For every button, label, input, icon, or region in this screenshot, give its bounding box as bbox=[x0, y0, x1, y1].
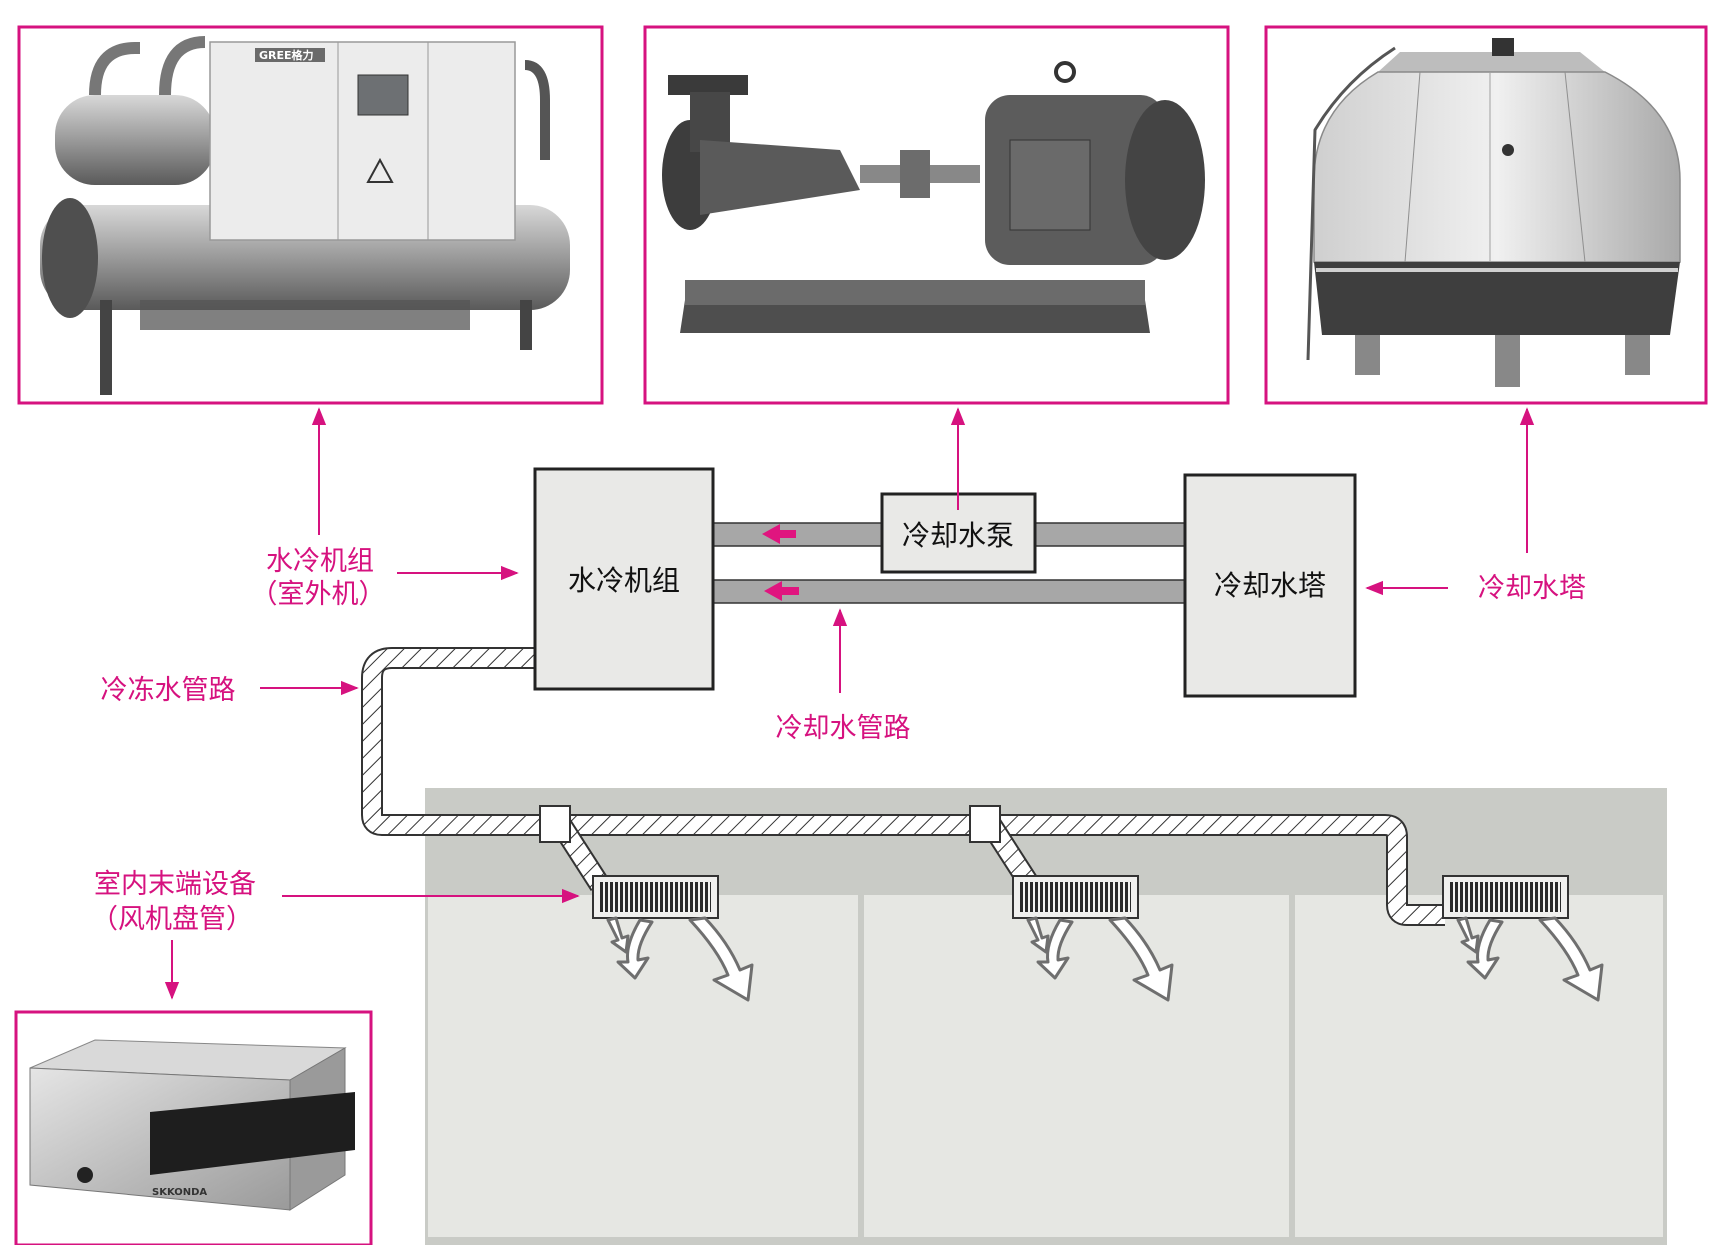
fan-coil-brand-logo: SKKONDA bbox=[152, 1187, 207, 1198]
flow-left-arrow-icon bbox=[762, 524, 796, 544]
airflow-arrow bbox=[1456, 916, 1480, 954]
airflow-arrows bbox=[606, 916, 1604, 1002]
indoor-terminal-label-line1: 室内末端设备 bbox=[94, 869, 256, 900]
airflow-arrow bbox=[606, 916, 630, 954]
cooling-pump-label: 冷却水泵 bbox=[902, 519, 1014, 552]
flow-right-arrow-icon bbox=[764, 581, 799, 601]
room-2 bbox=[864, 895, 1289, 1237]
fan-coil-outlet bbox=[150, 1092, 355, 1175]
airflow-arrow bbox=[1466, 918, 1504, 980]
cooling-tower-box-label: 冷却水塔 bbox=[1214, 569, 1326, 602]
airflow-arrow bbox=[1026, 916, 1050, 954]
chilled-water-pipe bbox=[361, 647, 1445, 926]
chiller-control-cabinet bbox=[209, 41, 516, 241]
chiller-unit-label: 水冷机组 bbox=[568, 564, 680, 597]
airflow-arrow bbox=[1036, 918, 1074, 980]
pump-base bbox=[680, 300, 1150, 333]
labels: 水冷机组 （室外机） 冷却水塔 冷冻水管路 冷却水管路 室内末端设备 （风机盘管… bbox=[91, 546, 1586, 935]
airflow-arrow bbox=[616, 918, 654, 980]
cooling-tower-photo bbox=[1264, 25, 1708, 405]
cooling-pump-box: 冷却水泵 bbox=[880, 492, 1037, 574]
chiller-outdoor-label-line1: 水冷机组 bbox=[266, 546, 374, 577]
chilled-water-pipe-label: 冷冻水管路 bbox=[101, 675, 236, 706]
building bbox=[425, 788, 1667, 1245]
cooling-tower-louvers bbox=[1314, 262, 1680, 335]
indoor-terminal-label-line2: （风机盘管） bbox=[91, 904, 253, 935]
airflow-arrow bbox=[688, 916, 754, 1002]
warning-icon bbox=[366, 157, 394, 183]
pump-photo bbox=[643, 25, 1230, 405]
cooling-water-pipe-label: 冷却水管路 bbox=[776, 713, 911, 744]
chiller-outdoor-label-line2: （室外机） bbox=[251, 579, 386, 610]
fan-coil-photo: SKKONDA bbox=[14, 1010, 373, 1245]
airflow-arrow bbox=[1538, 916, 1604, 1002]
cooling-tower-body bbox=[1313, 71, 1681, 263]
chiller-brand-logo: GREE格力 bbox=[259, 48, 314, 62]
chiller-unit-box: 水冷机组 bbox=[533, 467, 715, 691]
chiller-compressor-tank bbox=[55, 95, 215, 185]
fan-coil-units bbox=[592, 875, 1569, 919]
leader-arrows bbox=[164, 407, 1535, 1000]
fan-coil-unit-1 bbox=[592, 875, 719, 919]
chiller-photo: GREE格力 bbox=[17, 25, 604, 405]
fan-coil-unit-3 bbox=[1442, 875, 1569, 919]
fan-coil-unit-2 bbox=[1012, 875, 1139, 919]
cooling-tower-label: 冷却水塔 bbox=[1478, 573, 1586, 604]
airflow-arrow bbox=[1108, 916, 1174, 1002]
cooling-tower-box: 冷却水塔 bbox=[1183, 473, 1357, 698]
room-1 bbox=[428, 895, 858, 1237]
